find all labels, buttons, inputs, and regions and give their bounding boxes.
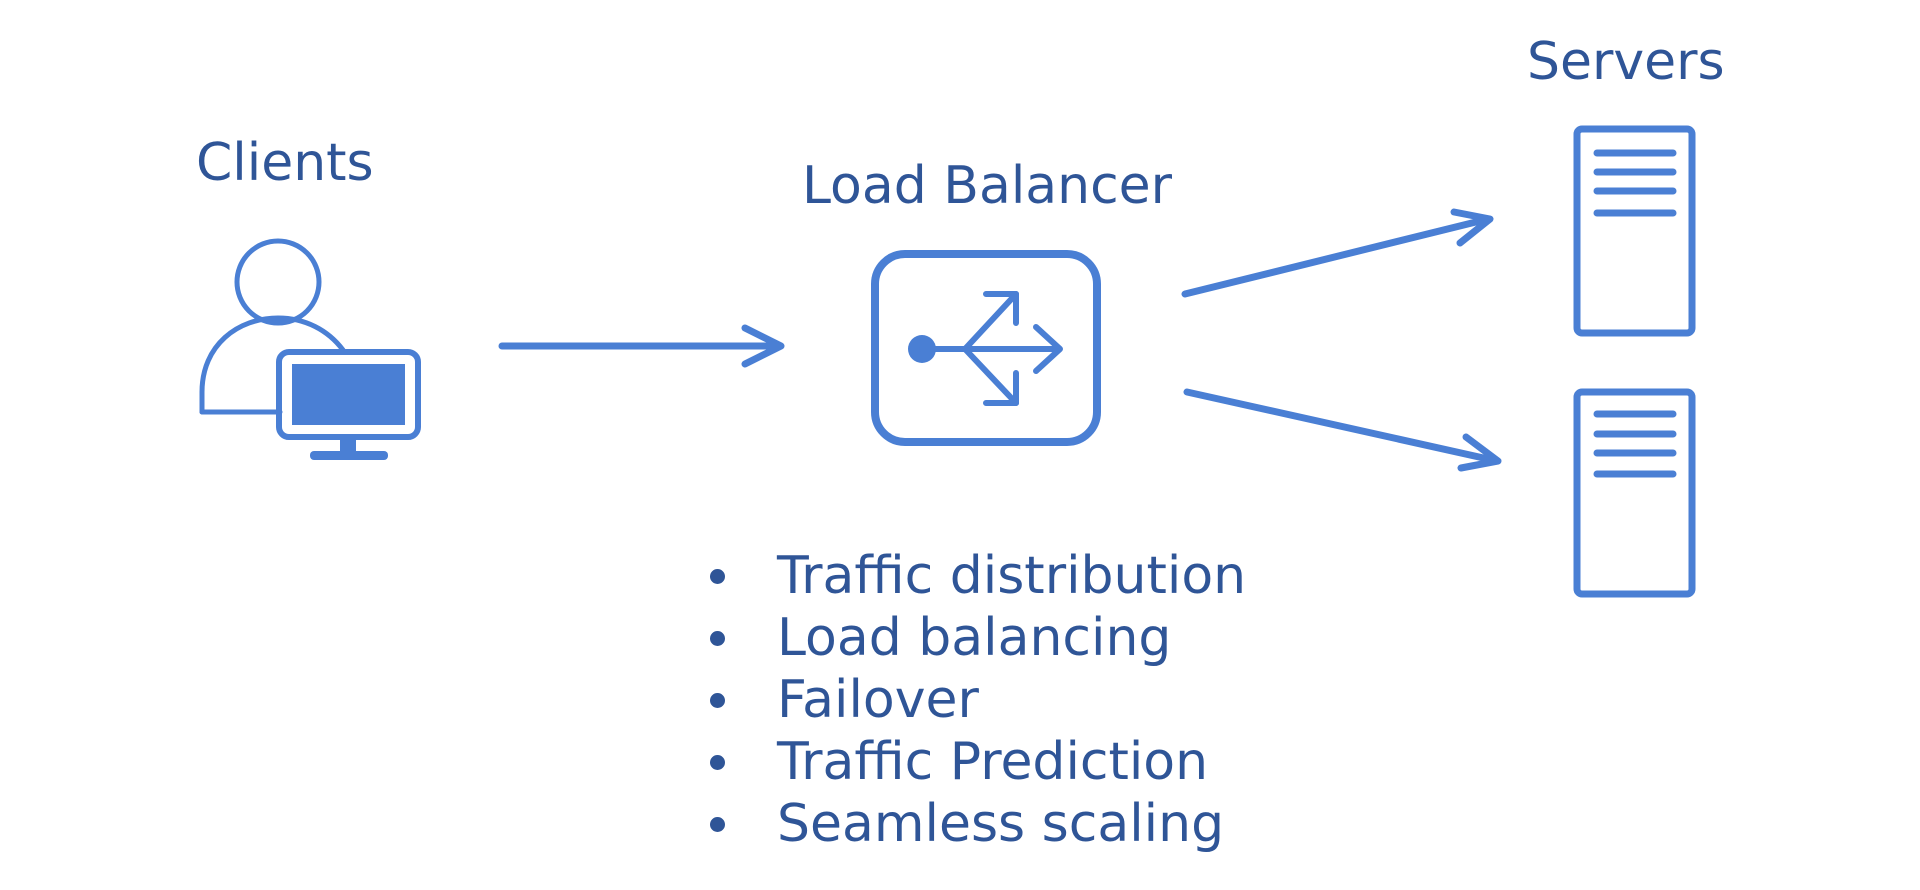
list-item: Seamless scaling (700, 793, 1246, 855)
bullet-icon (710, 631, 725, 646)
monitor-stand-icon (340, 437, 356, 453)
feature-list: Traffic distribution Load balancing Fail… (700, 545, 1246, 855)
feature-text: Traffic Prediction (777, 732, 1209, 792)
feature-text: Failover (777, 670, 979, 730)
list-item: Traffic Prediction (700, 731, 1246, 793)
servers-label: Servers (1527, 32, 1725, 92)
monitor-screen-icon (292, 364, 405, 425)
client-body-icon (199, 315, 346, 415)
load-balancer-icon (871, 250, 1101, 446)
list-item: Traffic distribution (700, 545, 1246, 607)
bullet-icon (710, 755, 725, 770)
bullet-icon (710, 817, 725, 832)
feature-text: Traffic distribution (777, 546, 1247, 606)
feature-text: Seamless scaling (777, 794, 1225, 854)
clients-label: Clients (196, 133, 374, 193)
bullet-icon (710, 693, 725, 708)
server-icon (1573, 125, 1696, 337)
list-item: Failover (700, 669, 1246, 731)
server-icon (1573, 388, 1696, 598)
arrow-clients-to-lb (498, 324, 785, 368)
client-icon (199, 238, 421, 460)
arrow-lb-to-server-2 (1183, 388, 1502, 472)
arrow-lb-to-server-1 (1181, 208, 1494, 298)
list-item: Load balancing (700, 607, 1246, 669)
load-balancer-label: Load Balancer (802, 156, 1173, 216)
monitor-base-icon (310, 451, 388, 460)
client-head-icon (234, 238, 322, 326)
feature-text: Load balancing (777, 608, 1172, 668)
bullet-icon (710, 569, 725, 584)
